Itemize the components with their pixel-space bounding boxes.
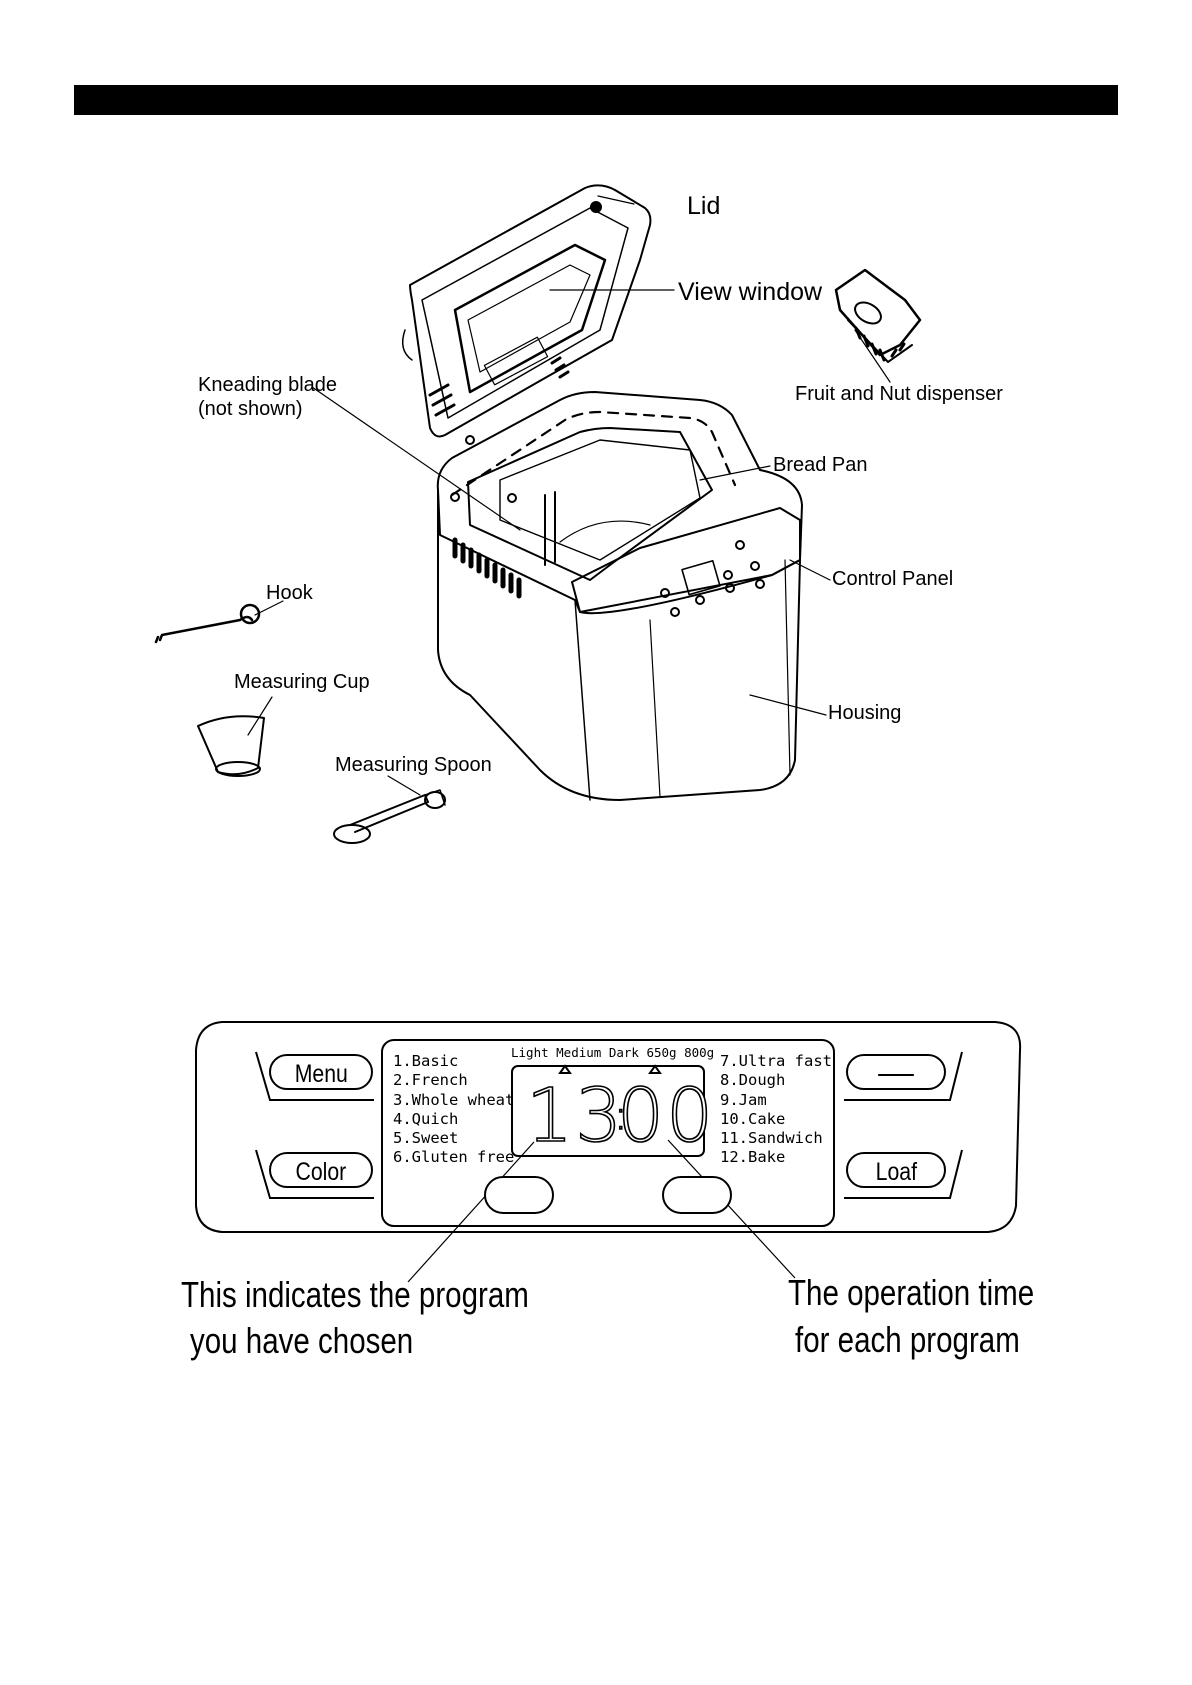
label-kneading-blade: Kneading blade [198,374,338,396]
program-item: 1.Basic [393,1052,459,1070]
program-list-left: 1.Basic 2.French 3.Whole wheat 4.Quich 5… [393,1052,514,1168]
color-button[interactable]: Color [269,1152,373,1188]
caption-time-2: for each program [795,1319,1020,1360]
program-item: 10.Cake [720,1109,786,1128]
caption-program-2: you have chosen [190,1320,414,1361]
label-kneading-blade-note: (not shown) [198,398,303,420]
lid-drawing [401,184,652,438]
program-item: 2.French [393,1071,468,1090]
colon: : [613,1092,630,1140]
program-list-right: 7.Ultra fast 8.Dough 9.Jam 10.Cake 11.Sa… [720,1052,832,1168]
spoon-drawing [333,789,446,844]
program-number-display: 13 [525,1073,625,1159]
caption-time: The operation time [788,1272,1035,1313]
program-item: 11.Sandwich [720,1129,823,1148]
label-view-window: View window [678,278,823,306]
start-stop-button[interactable] [846,1054,946,1090]
program-item: 9.Jam [720,1090,767,1109]
program-item: 12.Bake [720,1148,786,1167]
hook-drawing [154,603,261,644]
menu-button[interactable]: Menu [269,1054,373,1090]
loaf-button[interactable]: Loaf [846,1152,946,1188]
program-item: 5.Sweet [393,1129,459,1148]
program-item: 3.Whole wheat [393,1090,515,1109]
label-bread-pan: Bread Pan [773,454,868,476]
time-down-button[interactable] [484,1176,554,1214]
dispenser-drawing [834,268,922,363]
time-display: 00 [616,1073,716,1159]
cup-drawing [197,715,265,777]
program-item: 8.Dough [720,1071,786,1090]
program-item: 7.Ultra fast [720,1052,832,1070]
header-bar [74,85,1118,115]
label-lid: Lid [687,192,721,220]
program-item: 4.Quich [393,1109,459,1128]
label-measuring-spoon: Measuring Spoon [335,754,492,776]
lcd-header: Light Medium Dark 650g 800g [511,1045,715,1060]
label-control-panel: Control Panel [832,568,954,590]
program-item: 6.Gluten free [393,1148,515,1167]
label-measuring-cup: Measuring Cup [234,671,370,693]
time-up-button[interactable] [662,1176,732,1214]
label-fruit-nut-dispenser: Fruit and Nut dispenser [795,383,1003,405]
label-housing: Housing [828,702,902,724]
caption-program: This indicates the program [181,1274,529,1315]
housing-drawing [436,391,803,801]
label-hook: Hook [266,582,313,604]
